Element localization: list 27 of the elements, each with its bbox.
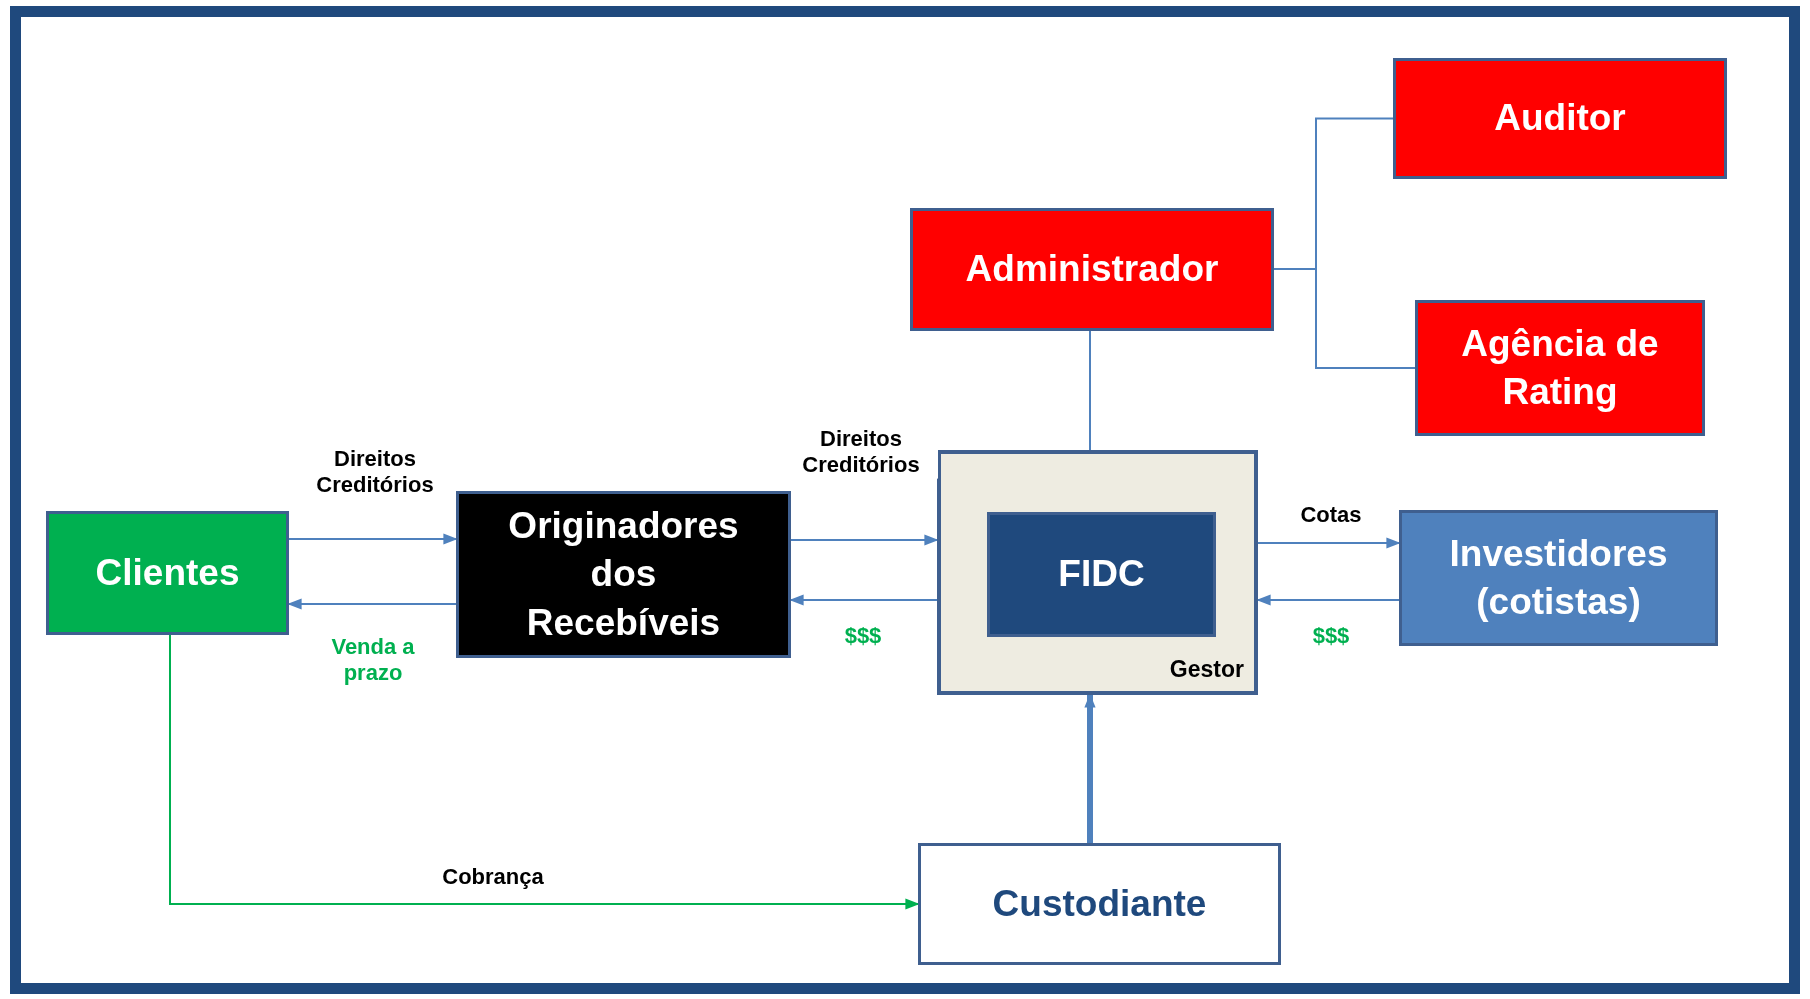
arrow	[169, 634, 920, 910]
originator-box	[456, 491, 791, 658]
arrow	[287, 598, 457, 610]
entity-box	[1415, 300, 1705, 436]
arrow	[1257, 537, 1401, 549]
node-label: Investidores (cotistas)	[1448, 531, 1669, 624]
arrow	[288, 533, 458, 545]
node-label: Agência de Rating	[1460, 321, 1660, 414]
box-caption: Gestor	[1169, 655, 1244, 685]
node-label: Auditor	[1493, 96, 1627, 141]
node-label: Administrador	[964, 247, 1220, 292]
entity-box	[910, 208, 1274, 331]
node-label: FIDC	[1057, 552, 1146, 597]
arrow	[790, 534, 939, 546]
client-box	[46, 511, 289, 635]
arrow	[1084, 693, 1096, 843]
node-label: Originadores dos Recebíveis	[507, 504, 740, 645]
investor-box	[1399, 510, 1718, 646]
entity-box	[1393, 58, 1727, 179]
arrow	[789, 594, 938, 606]
node-label: Clientes	[94, 550, 241, 595]
fund-box	[987, 512, 1216, 637]
node-label: Custodiante	[991, 881, 1208, 926]
manager-box	[937, 450, 1258, 695]
connector-line	[1273, 268, 1416, 369]
custodian-box	[918, 843, 1281, 965]
connector-line	[1089, 330, 1091, 451]
